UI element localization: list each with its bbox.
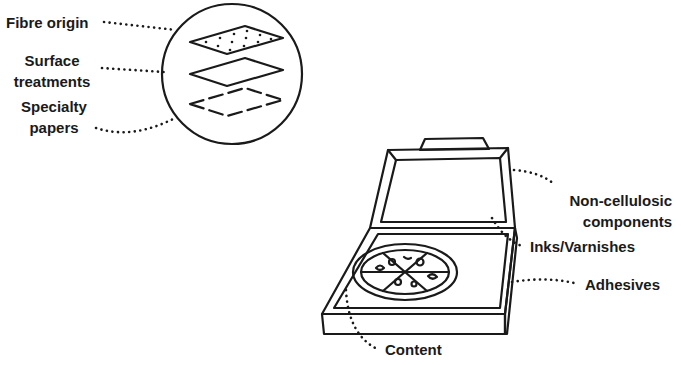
box-base [322, 228, 515, 314]
lid-fold [388, 150, 396, 160]
leader-line [104, 22, 176, 30]
lid-fold [500, 148, 508, 158]
callout-label: Non-cellulosic components [532, 190, 672, 232]
base-inner [334, 234, 508, 308]
side-wall [505, 228, 517, 334]
callout-label: Content [385, 339, 442, 360]
toppings [376, 257, 437, 287]
specialty-layer [190, 88, 283, 116]
callout-label: Specialty papers [8, 96, 100, 138]
lid-inner [381, 158, 506, 222]
pizza [353, 244, 457, 300]
pizza-crust [361, 250, 449, 294]
fibre-dots [205, 30, 273, 52]
leader-line [102, 68, 164, 72]
leader-line [512, 279, 578, 284]
fibre-layer [190, 26, 283, 54]
callout-label: Surface treatments [4, 50, 100, 92]
leader-line [346, 290, 377, 349]
callout-label: Inks/Varnishes [530, 236, 635, 257]
callout-label: Adhesives [585, 274, 660, 295]
zoom-circle [162, 4, 302, 144]
leader-line [492, 218, 522, 246]
surface-layer [190, 58, 283, 86]
callout-label: Fibre origin [6, 12, 89, 33]
box-lid [370, 148, 515, 228]
front-wall [322, 314, 505, 334]
leader-line [96, 118, 175, 132]
pizza-slices [361, 253, 449, 291]
lid-tab [420, 138, 489, 150]
leader-line [514, 170, 554, 184]
